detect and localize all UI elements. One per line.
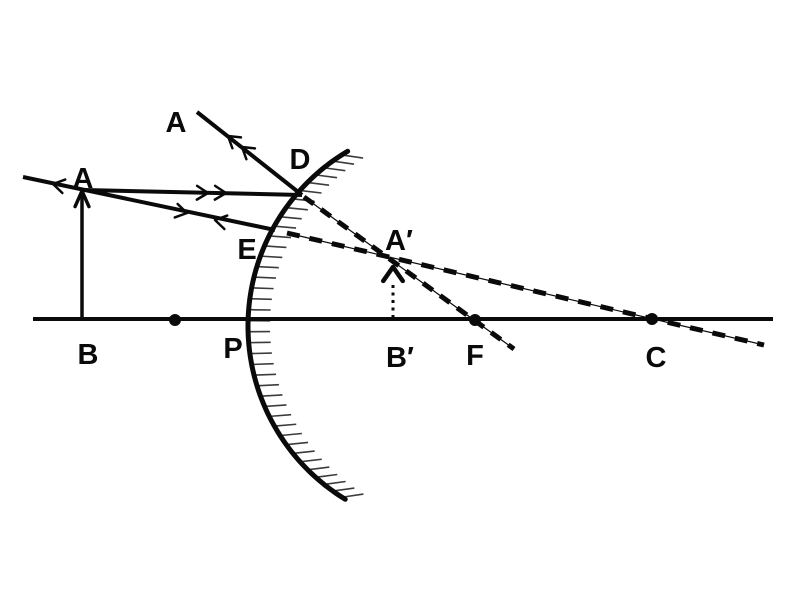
mirror-hatch-mark — [281, 432, 302, 437]
mirror-hatch-mark — [276, 423, 297, 427]
mirror-hatch-mark — [343, 154, 364, 159]
label-C: C — [646, 342, 667, 374]
mirror-hatch-mark — [287, 207, 308, 211]
label-A-object-tip: A — [73, 163, 94, 195]
mirror-hatch-mark — [294, 450, 315, 454]
center-of-curvature-C-dot — [646, 313, 658, 325]
arrowhead-D-refl-2 — [240, 145, 257, 161]
label-A-prime: A′ — [385, 225, 413, 257]
mirror-hatch-mark — [270, 235, 292, 239]
label-B: B — [78, 339, 99, 371]
virtual-image-A1B1-head — [380, 264, 406, 284]
arrowhead-AE-incident — [173, 202, 189, 219]
arrowhead-AE-refl-2 — [51, 178, 67, 195]
mirror-hatch-mark — [325, 480, 346, 485]
mirror-hatch-mark — [281, 216, 302, 220]
mirror-hatch-mark — [301, 458, 322, 463]
mirror-hatch-mark — [262, 255, 283, 259]
incident-ray-A-to-D — [83, 188, 303, 197]
label-P: P — [223, 333, 242, 365]
mirror-hatch-mark — [255, 276, 276, 279]
mirror-hatch-mark — [276, 225, 297, 229]
mirror-hatch-mark — [309, 181, 330, 186]
label-A-reflected-ray: A — [166, 107, 187, 139]
mirror-hatch-mark — [258, 265, 279, 269]
mirror-hatch-mark — [266, 404, 287, 408]
mirror-hatch-mark — [288, 441, 309, 446]
mirror-hatch-mark — [262, 394, 283, 397]
arrowhead-AD-2 — [213, 184, 228, 201]
mirror-hatch-mark — [253, 287, 274, 290]
axis-dot-left — [169, 314, 181, 326]
virtual-ray-D-through-F — [302, 194, 516, 352]
mirror-hatch-mark — [334, 160, 355, 165]
arrowhead-AD-1 — [195, 184, 210, 201]
mirror-hatch-mark — [317, 174, 338, 179]
mirror-hatch-mark — [266, 245, 287, 249]
reflected-ray-D-upleft — [195, 110, 304, 197]
mirror-hatch-mark — [334, 487, 355, 492]
mirror-hatch-mark — [255, 373, 277, 376]
virtual-ray-E-through-C — [286, 230, 765, 348]
convex-mirror-arc — [245, 148, 351, 502]
arrowhead-AE-refl-1 — [213, 214, 229, 231]
label-F: F — [466, 340, 484, 372]
mirror-hatch-mark — [309, 466, 330, 471]
mirror-hatch-mark — [325, 167, 346, 172]
mirror-hatch-mark — [343, 493, 364, 498]
ray-through-A-and-E — [22, 175, 276, 232]
mirror-hatch-mark — [301, 189, 322, 194]
arrowhead-D-refl-1 — [226, 134, 243, 150]
focal-point-F-dot — [469, 314, 481, 326]
label-B-prime: B′ — [386, 342, 414, 374]
mirror-hatch-mark — [258, 383, 279, 387]
label-D: D — [290, 144, 311, 176]
mirror-hatch-mark — [317, 473, 338, 478]
label-E: E — [237, 234, 256, 266]
mirror-hatch-mark — [271, 413, 292, 418]
mirror-hatch-mark — [253, 362, 274, 366]
